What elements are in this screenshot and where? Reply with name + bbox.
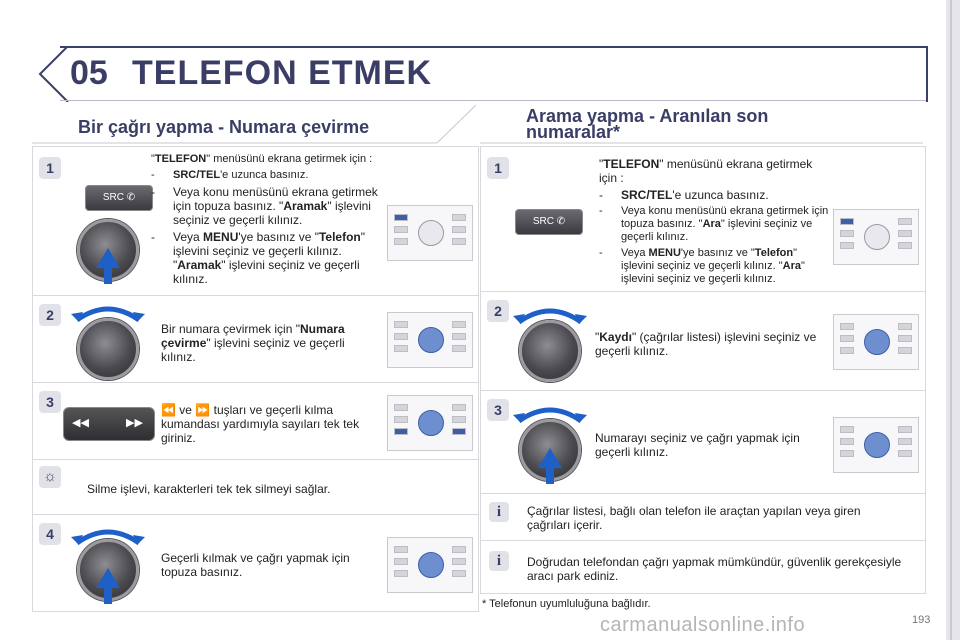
rotate-arrows-icon — [71, 306, 145, 322]
right-title-underline — [480, 142, 923, 144]
radio-panel-icon — [387, 205, 473, 261]
rotary-knob-icon — [77, 219, 139, 284]
right-info-1: i Çağrılar listesi, bağlı olan telefon i… — [481, 494, 925, 541]
step-number-2: 2 — [487, 300, 509, 322]
left-tip: ☼ Silme işlevi, karakterleri tek tek sil… — [33, 460, 478, 515]
seek-buttons-icon: ◀◀▶▶ — [63, 407, 155, 441]
right-step-2-text: "Kaydı" (çağrılar listesi) işlevini seçi… — [595, 330, 817, 358]
right-section-title-line-2: numaralar* — [526, 122, 621, 142]
footnote: * Telefonun uyumluluğuna bağlıdır. — [482, 598, 651, 610]
rotary-knob-icon — [77, 318, 139, 380]
rotate-arrows-icon — [513, 407, 587, 423]
step-number-3: 3 — [39, 391, 61, 413]
right-step-3-text: Numarayı seçiniz ve çağrı yapmak için ge… — [595, 431, 800, 459]
left-step-3: 3 ◀◀▶▶ ⏪ ve ⏩ tuşları ve geçerli kılma k… — [33, 383, 478, 460]
tip-sun-icon: ☼ — [39, 466, 61, 488]
src-tel-button: SRC ✆ — [515, 209, 583, 235]
left-title-underline — [32, 104, 477, 144]
radio-panel-icon — [833, 314, 919, 370]
right-info-1-text: Çağrılar listesi, bağlı olan telefon ile… — [527, 504, 861, 532]
step-number-1: 1 — [39, 157, 61, 179]
left-step-2: 2 Bir numara çevirmek için "Numara çevir… — [33, 296, 478, 383]
radio-panel-icon — [833, 417, 919, 473]
left-step-4: 4 Geçerli kılmak ve çağrı yapmak için to… — [33, 515, 478, 610]
step-number-1: 1 — [487, 157, 509, 179]
radio-panel-icon — [387, 395, 473, 451]
phone-icon: ✆ — [126, 192, 136, 203]
src-tel-button: SRC ✆ — [85, 185, 153, 211]
left-step-2-text: Bir numara çevirmek için "Numara çevirme… — [161, 322, 345, 364]
step-number-4: 4 — [39, 523, 61, 545]
right-step-2: 2 "Kaydı" (çağrılar listesi) işlevini se… — [481, 292, 925, 391]
right-step-3: 3 Numarayı seçiniz ve çağrı yapmak için … — [481, 391, 925, 494]
step-number-2: 2 — [39, 304, 61, 326]
rotate-arrows-icon — [71, 529, 145, 545]
step-number-3: 3 — [487, 399, 509, 421]
left-tip-text: Silme işlevi, karakterleri tek tek silme… — [87, 482, 331, 496]
watermark: carmanualsonline.info — [600, 614, 806, 636]
rewind-icon: ⏪ — [161, 403, 176, 417]
left-step-3-text: ⏪ ve ⏩ tuşları ve geçerli kılma kumandas… — [161, 403, 360, 445]
rotate-arrows-icon — [513, 308, 587, 324]
header-rule-bottom — [60, 100, 928, 101]
radio-panel-icon — [387, 312, 473, 368]
right-info-2: i Doğrudan telefondan çağrı yapmak mümkü… — [481, 541, 925, 592]
info-icon: i — [489, 502, 509, 522]
header-slant-decoration — [38, 46, 69, 102]
rotary-knob-icon — [519, 419, 581, 484]
right-step-1: 1 SRC ✆ "TELEFON" menüsünü ekrana getirm… — [481, 147, 925, 292]
rotary-knob-icon — [519, 320, 581, 382]
right-info-2-text: Doğrudan telefondan çağrı yapmak mümkünd… — [527, 555, 902, 583]
left-step-4-text: Geçerli kılmak ve çağrı yapmak için topu… — [161, 551, 350, 579]
radio-panel-icon — [387, 537, 473, 593]
right-section-title-line-1: Arama yapma - Aranılan son — [526, 106, 769, 126]
radio-panel-icon — [833, 209, 919, 265]
side-tab-bar — [946, 0, 960, 640]
rotary-knob-icon — [77, 539, 139, 604]
right-step-1-text: "TELEFON" menüsünü ekrana getirmek için … — [599, 157, 829, 285]
phone-icon: ✆ — [556, 216, 566, 227]
left-step-1: 1 SRC ✆ "TELEFON" menüsünü ekrana getirm… — [33, 147, 478, 296]
page-title: TELEFON ETMEK — [132, 54, 433, 92]
left-steps-panel: 1 SRC ✆ "TELEFON" menüsünü ekrana getirm… — [32, 146, 479, 612]
page-number: 193 — [912, 614, 931, 626]
right-steps-panel: 1 SRC ✆ "TELEFON" menüsünü ekrana getirm… — [480, 146, 926, 594]
header-rule-top — [60, 46, 928, 48]
info-icon: i — [489, 551, 509, 571]
header-rule-right — [926, 46, 928, 102]
fast-forward-icon: ⏩ — [195, 403, 211, 417]
left-step-1-text: "TELEFON" menüsünü ekrana getirmek için … — [151, 153, 378, 286]
chapter-number: 05 — [70, 54, 108, 92]
left-section-title: Bir çağrı yapma - Numara çevirme — [78, 117, 370, 137]
